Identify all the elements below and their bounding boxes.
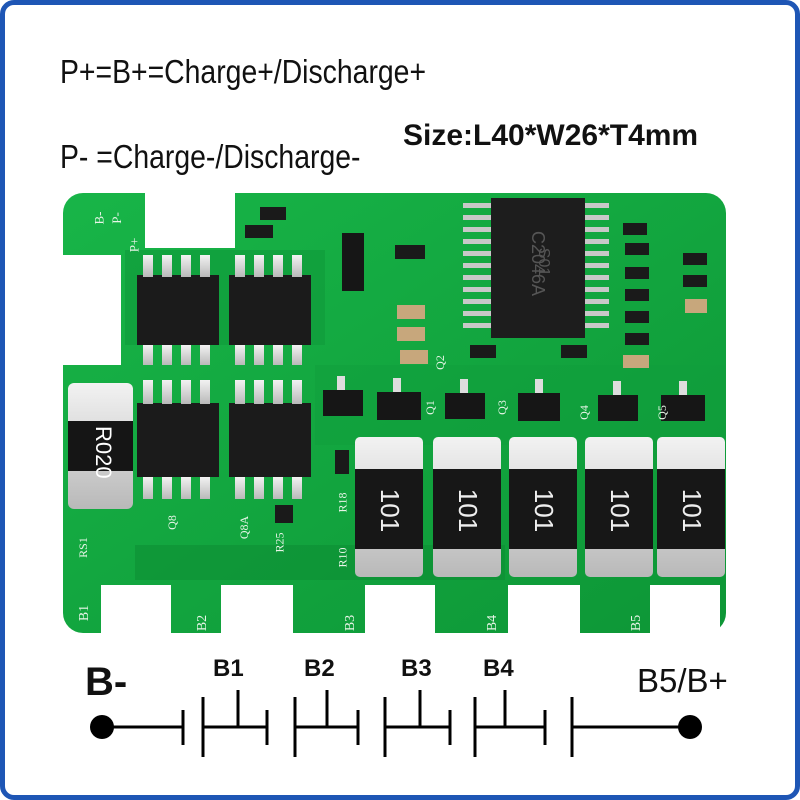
silkscreen-label: Q8 <box>164 515 179 530</box>
pad-label-b5: B5 <box>629 614 645 632</box>
shunt-resistor <box>68 383 133 509</box>
shunt-code: R020 <box>91 426 116 479</box>
resistor-code: 101 <box>453 488 484 533</box>
silkscreen-label: Q3 <box>494 400 509 415</box>
balance-resistor <box>355 437 423 577</box>
silkscreen-label: Q8A <box>237 515 252 540</box>
silkscreen-label: Q5 <box>654 405 669 420</box>
mosfet-chip <box>137 255 219 365</box>
silkscreen-label: R10 <box>335 547 350 568</box>
silkscreen-label: Q2 <box>432 355 447 370</box>
pad-label-b2: B2 <box>195 614 211 632</box>
cell-wiring-diagram <box>90 690 702 757</box>
pad-label-b3: B3 <box>343 614 359 632</box>
silkscreen-label: RS1 <box>75 537 90 558</box>
terminal-label-pminus: P- <box>108 212 124 224</box>
diagram-cell-label: B1 <box>213 655 244 682</box>
balance-resistor <box>657 437 725 577</box>
transistor-row <box>323 233 705 421</box>
protection-ic <box>463 198 609 338</box>
board-size-label: Size:L40*W26*T4mm <box>403 119 699 152</box>
mosfet-chip <box>137 380 219 499</box>
balance-resistor <box>585 437 653 577</box>
silkscreen-label: R25 <box>272 532 287 553</box>
smd-components <box>245 207 707 523</box>
diagram-bplus-label: B5/B+ <box>637 662 728 699</box>
diagram-bminus-label: B- <box>85 660 128 704</box>
pack-positive-note: P+=B+=Charge+/Discharge+ <box>60 53 427 90</box>
mosfet-chip <box>229 255 311 365</box>
silkscreen-label: R18 <box>335 492 350 513</box>
terminal-label-pplus: P+ <box>126 237 142 253</box>
ic-marking-2: S01 <box>535 247 553 277</box>
diagram-cell-label: B2 <box>304 655 335 682</box>
diagram-cell-label: B4 <box>483 655 514 682</box>
resistor-code: 101 <box>605 488 636 533</box>
resistor-code: 101 <box>375 488 406 533</box>
mosfet-chip <box>229 380 311 499</box>
resistor-code: 101 <box>677 488 708 533</box>
pack-negative-note: P- =Charge-/Discharge- <box>60 138 361 175</box>
silkscreen-label: Q4 <box>576 405 591 420</box>
bms-pcb-board <box>63 190 726 757</box>
pad-label-b1: B1 <box>77 604 93 622</box>
silkscreen-label: Q1 <box>422 400 437 415</box>
resistor-code: 101 <box>529 488 560 533</box>
diagram-cell-label: B3 <box>401 655 432 682</box>
terminal-label-bminus: B- <box>91 211 107 225</box>
pad-label-b4: B4 <box>485 614 501 632</box>
balance-resistor <box>509 437 577 577</box>
balance-resistor <box>433 437 501 577</box>
